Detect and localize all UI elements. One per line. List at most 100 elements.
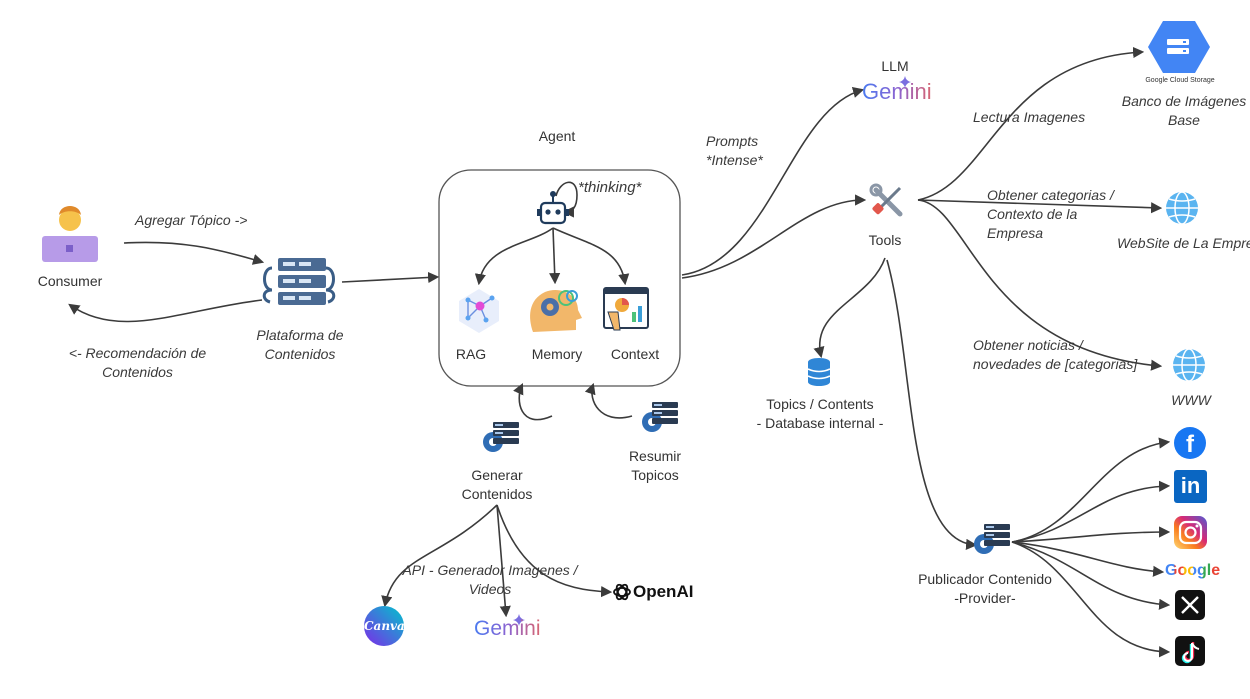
edge-generar-loop	[513, 382, 553, 421]
edge-pub-instagram	[1011, 526, 1171, 543]
edge-generar-gemini	[496, 504, 511, 618]
edges	[68, 46, 1171, 658]
banco-label: Banco de Imágenes Base	[1118, 92, 1250, 130]
edge-label-obtener-not: Obtener noticias / novedades de [categor…	[973, 336, 1137, 374]
context-label: Context	[610, 346, 660, 362]
agent-title: Agent	[538, 128, 576, 144]
publicador-label-line1: Publicador Contenido	[918, 571, 1052, 587]
google-logo-text: Google	[1165, 562, 1221, 579]
platform-label: Plataforma de Contenidos	[235, 326, 365, 364]
facebook-logo-text: f	[1186, 431, 1194, 458]
edge-robot-rag	[474, 227, 554, 286]
edge-agent-tools	[681, 194, 867, 279]
topics-db-label-line1: Topics / Contents	[766, 396, 874, 412]
website-globe-icon	[1166, 191, 1198, 225]
canva-logo-text: Canva	[364, 619, 405, 633]
generar-label-line1: Generar	[471, 467, 523, 483]
topics-db-label: Topics / Contents - Database internal -	[745, 395, 895, 433]
gemini-sparkle-icon	[899, 76, 911, 88]
edge-label-obtener-cat-line2: Contexto de la	[987, 206, 1078, 222]
edge-label-obtener-cat-line1: Obtener categorias /	[987, 187, 1114, 203]
generar-label-line2: Contenidos	[461, 486, 533, 502]
edge-pub-facebook	[1011, 437, 1171, 543]
rag-label: RAG	[455, 346, 487, 362]
context-icon	[603, 287, 649, 331]
edge-robot-memory	[549, 227, 561, 285]
edge-platform-consumer	[68, 299, 263, 323]
server-icon	[262, 258, 336, 305]
gemini-logo-bottom: Gemini	[474, 617, 541, 640]
database-icon	[807, 358, 831, 386]
platform-label-line2: Contenidos	[264, 346, 336, 362]
publicador-icon	[974, 524, 1010, 554]
banco-label-line1: Banco de Imágenes	[1121, 93, 1247, 109]
edge-thinking-loop	[555, 181, 578, 218]
openai-icon	[613, 583, 631, 601]
thinking-label: *thinking*	[578, 179, 642, 196]
www-label: WWW	[1171, 392, 1211, 408]
openai-logo: OpenAI	[633, 582, 694, 601]
resumir-icon	[642, 402, 678, 432]
facebook-icon	[1174, 427, 1206, 459]
banco-label-line2: Base	[1168, 112, 1200, 128]
edge-agent-llm	[681, 87, 865, 276]
resumir-label-line1: Resumir	[628, 448, 682, 464]
edge-label-prompts-line2: *Intense*	[706, 152, 763, 168]
edge-label-prompts-line1: Prompts	[706, 133, 759, 149]
linkedin-logo-text: in	[1180, 473, 1201, 498]
edge-robot-context	[552, 227, 630, 286]
edge-tools-db	[813, 257, 886, 359]
edge-label-obtener-cat: Obtener categorias / Contexto de la Empr…	[987, 186, 1114, 243]
edge-label-recomendacion-line1: <- Recomendación de	[68, 345, 207, 361]
memory-label: Memory	[531, 346, 583, 362]
gcs-caption: Google Cloud Storage	[1145, 77, 1215, 84]
gemini-sparkle-bottom-icon	[513, 614, 525, 626]
edge-label-agregar: Agregar Tópico ->	[135, 212, 248, 228]
resumir-label: Resumir Topicos	[615, 447, 695, 485]
x-icon	[1175, 590, 1205, 620]
tiktok-icon	[1175, 636, 1205, 666]
edge-generar-openai	[496, 504, 613, 598]
linkedin-icon	[1174, 470, 1207, 503]
tools-icon	[869, 183, 903, 217]
edge-pub-tiktok	[1011, 541, 1171, 658]
edge-tools-gcs	[917, 46, 1145, 201]
canva-icon	[364, 606, 404, 646]
edge-tools-publicador	[886, 259, 978, 550]
edge-tools-www	[917, 199, 1163, 371]
website-label: WebSite de La Empresa	[1117, 235, 1250, 251]
www-globe-icon	[1173, 348, 1205, 382]
edge-label-obtener-not-line1: Obtener noticias /	[973, 337, 1083, 353]
generar-label: Generar Contenidos	[452, 466, 542, 504]
edge-consumer-platform	[123, 241, 265, 265]
platform-label-line1: Plataforma de	[256, 327, 344, 343]
edge-label-prompts: Prompts *Intense*	[706, 132, 763, 170]
gcs-icon	[1148, 21, 1210, 73]
rag-icon	[459, 289, 499, 333]
edge-label-obtener-not-line2: novedades de [categorias]	[973, 356, 1138, 372]
edge-label-api-line2: Videos	[468, 581, 512, 597]
edge-platform-agent	[341, 271, 440, 284]
tools-label: Tools	[868, 232, 902, 248]
gemini-logo-llm: Gemini	[862, 79, 932, 104]
edge-resumir-loop	[584, 382, 633, 419]
edge-label-recomendacion: <- Recomendación de Contenidos	[60, 344, 215, 382]
edge-label-api: API - Generador Imagenes / Videos	[400, 561, 580, 599]
topics-db-label-line2: - Database internal -	[756, 415, 884, 431]
edge-label-recomendacion-line2: Contenidos	[102, 364, 173, 380]
robot-icon	[537, 191, 569, 225]
consumer-label: Consumer	[37, 273, 103, 289]
generar-icon	[483, 422, 519, 452]
edge-label-lectura: Lectura Imagenes	[973, 109, 1086, 125]
edge-label-api-line1: API - Generador Imagenes /	[402, 562, 578, 578]
memory-icon	[530, 290, 582, 332]
publicador-label: Publicador Contenido -Provider-	[905, 570, 1065, 608]
edge-generar-canva	[381, 504, 498, 608]
edge-tools-website	[917, 199, 1163, 214]
edge-pub-x	[1011, 541, 1171, 610]
edge-pub-google	[1011, 541, 1165, 577]
edge-pub-linkedin	[1011, 480, 1171, 543]
llm-label: LLM	[881, 58, 909, 74]
google-logo: Google	[1165, 561, 1220, 581]
consumer-icon	[42, 206, 98, 262]
